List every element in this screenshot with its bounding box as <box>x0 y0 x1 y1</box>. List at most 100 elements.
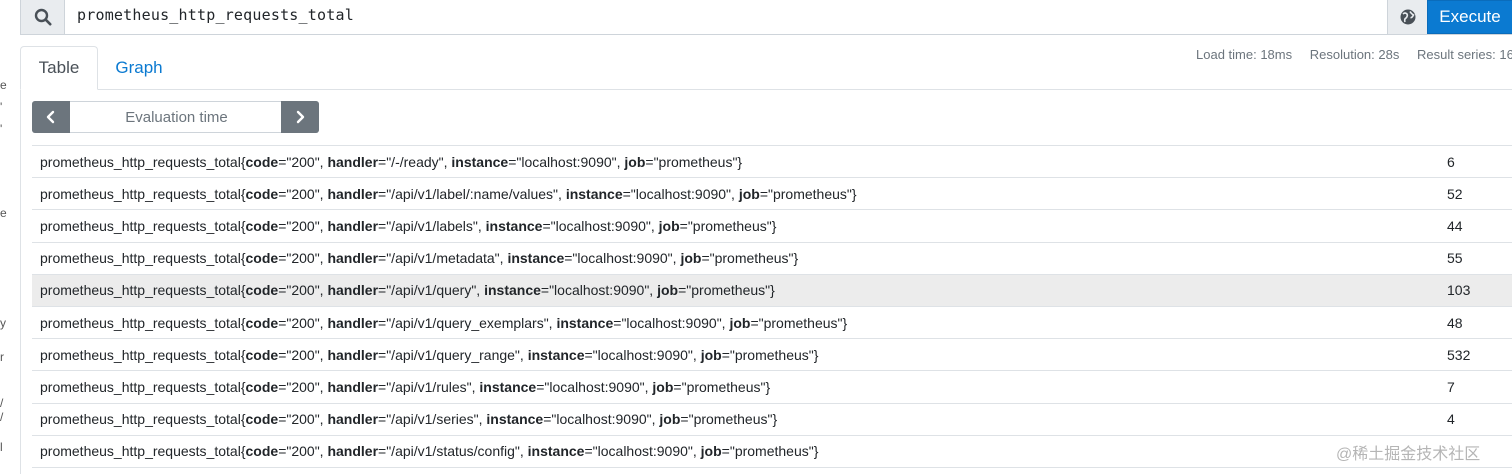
label-key: code <box>245 185 279 202</box>
label-key: job <box>700 346 722 363</box>
label-key: instance <box>485 217 543 234</box>
label-value: ="localhost:9090", <box>584 346 701 363</box>
series-label: prometheus_http_requests_total{code="200… <box>40 218 776 234</box>
label-key: instance <box>565 185 623 202</box>
resolution: Resolution: 28s <box>1309 47 1400 62</box>
label-key: handler <box>327 250 379 267</box>
sample-value: 103 <box>1447 282 1471 299</box>
label-key: job <box>652 378 674 395</box>
label-value: ="200", <box>278 250 328 267</box>
label-value: ="prometheus"} <box>673 378 771 395</box>
series-label: prometheus_http_requests_total{code="200… <box>40 315 847 331</box>
table-row: prometheus_http_requests_total{code="200… <box>32 339 1512 372</box>
label-value: ="localhost:9090", <box>536 378 653 395</box>
label-value: ="/api/v1/query", <box>378 282 485 299</box>
label-key: handler <box>327 185 379 202</box>
series-label: prometheus_http_requests_total{code="200… <box>40 411 777 427</box>
label-value: ="prometheus"} <box>680 411 778 428</box>
label-value: ="localhost:9090", <box>613 314 730 331</box>
globe-icon <box>1400 9 1415 25</box>
sample-value: 532 <box>1447 346 1471 363</box>
label-value: ="/api/v1/labels", <box>378 217 486 234</box>
label-key: handler <box>327 314 379 331</box>
sample-value: 44 <box>1447 217 1463 234</box>
label-value: ="200", <box>278 378 328 395</box>
execute-button[interactable]: Execute <box>1427 0 1512 34</box>
label-key: code <box>245 411 279 428</box>
sample-value: 55 <box>1447 250 1463 267</box>
metric-name: prometheus_http_requests_total <box>40 411 241 428</box>
metric-name: prometheus_http_requests_total <box>40 282 241 299</box>
label-key: handler <box>327 346 379 363</box>
label-value: ="localhost:9090", <box>543 411 660 428</box>
table-row: prometheus_http_requests_total{code="200… <box>32 404 1512 436</box>
label-value: ="localhost:9090", <box>564 250 681 267</box>
label-key: instance <box>527 346 585 363</box>
series-label: prometheus_http_requests_total{code="200… <box>40 379 770 395</box>
table-row: prometheus_http_requests_total{code="200… <box>32 178 1512 211</box>
label-key: handler <box>327 153 379 170</box>
label-value: ="/api/v1/metadata", <box>378 250 508 267</box>
left-window-edge: e ' ' e y r / / l <box>0 0 8 474</box>
label-value: { <box>240 346 246 363</box>
evaluation-time-input[interactable]: Evaluation time <box>125 108 228 126</box>
label-value: ="200", <box>278 443 328 460</box>
label-key: job <box>738 185 760 202</box>
tab-table[interactable]: Table <box>20 46 98 90</box>
label-key: handler <box>327 378 379 395</box>
label-value: { <box>240 443 246 460</box>
chevron-right-icon <box>296 110 305 124</box>
label-key: handler <box>327 443 379 460</box>
label-value: ="/api/v1/query_range", <box>378 346 528 363</box>
label-key: code <box>245 282 279 299</box>
label-value: ="prometheus"} <box>759 185 857 202</box>
label-key: job <box>659 411 681 428</box>
eval-time-back-button[interactable] <box>32 101 70 133</box>
tabs-divider <box>20 89 1512 90</box>
label-key: instance <box>479 378 537 395</box>
label-key: job <box>657 282 679 299</box>
label-value: { <box>240 153 246 170</box>
label-key: instance <box>486 411 544 428</box>
table-row: prometheus_http_requests_total{code="200… <box>32 146 1512 179</box>
label-value: ="200", <box>278 314 328 331</box>
label-value: ="200", <box>278 185 328 202</box>
label-value: ="localhost:9090", <box>540 282 658 299</box>
metric-name: prometheus_http_requests_total <box>40 250 241 267</box>
eval-time-forward-button[interactable] <box>281 101 319 133</box>
label-value: ="200", <box>278 411 328 428</box>
metric-name: prometheus_http_requests_total <box>40 346 241 363</box>
label-key: job <box>729 314 751 331</box>
edge-glyph: l <box>0 440 3 454</box>
label-value: ="localhost:9090", <box>542 217 659 234</box>
table-row: prometheus_http_requests_total{code="200… <box>32 243 1512 275</box>
search-button[interactable] <box>21 0 65 34</box>
panel-border <box>20 89 21 474</box>
edge-glyph: y <box>0 316 6 330</box>
label-value: ="/api/v1/label/:name/values", <box>378 185 566 202</box>
sample-value: 48 <box>1447 314 1463 331</box>
label-value: ="localhost:9090", <box>508 153 625 170</box>
label-value: ="200", <box>278 153 328 170</box>
series-label: prometheus_http_requests_total{code="200… <box>40 282 775 298</box>
label-value: ="localhost:9090", <box>622 185 739 202</box>
series-label: prometheus_http_requests_total{code="200… <box>40 443 818 459</box>
label-value: { <box>240 314 246 331</box>
metric-name: prometheus_http_requests_total <box>40 378 241 395</box>
table-row: prometheus_http_requests_total{code="200… <box>32 210 1512 243</box>
edge-glyph: e <box>0 78 7 92</box>
evaluation-time-picker: Evaluation time <box>32 101 319 133</box>
tab-graph[interactable]: Graph <box>115 58 163 77</box>
edge-glyph: e <box>0 206 7 220</box>
label-value: ="/api/v1/rules", <box>378 378 480 395</box>
metrics-explorer-button[interactable] <box>1387 0 1427 34</box>
label-key: code <box>245 378 279 395</box>
results-table: prometheus_http_requests_total{code="200… <box>32 145 1512 468</box>
label-value: ="/-/ready", <box>378 153 452 170</box>
expression-input[interactable]: prometheus_http_requests_total <box>77 6 354 24</box>
label-key: job <box>658 217 680 234</box>
label-value: ="prometheus"} <box>645 153 743 170</box>
label-value: ="200", <box>278 217 328 234</box>
label-key: instance <box>451 153 509 170</box>
edge-glyph: ' <box>0 122 3 136</box>
